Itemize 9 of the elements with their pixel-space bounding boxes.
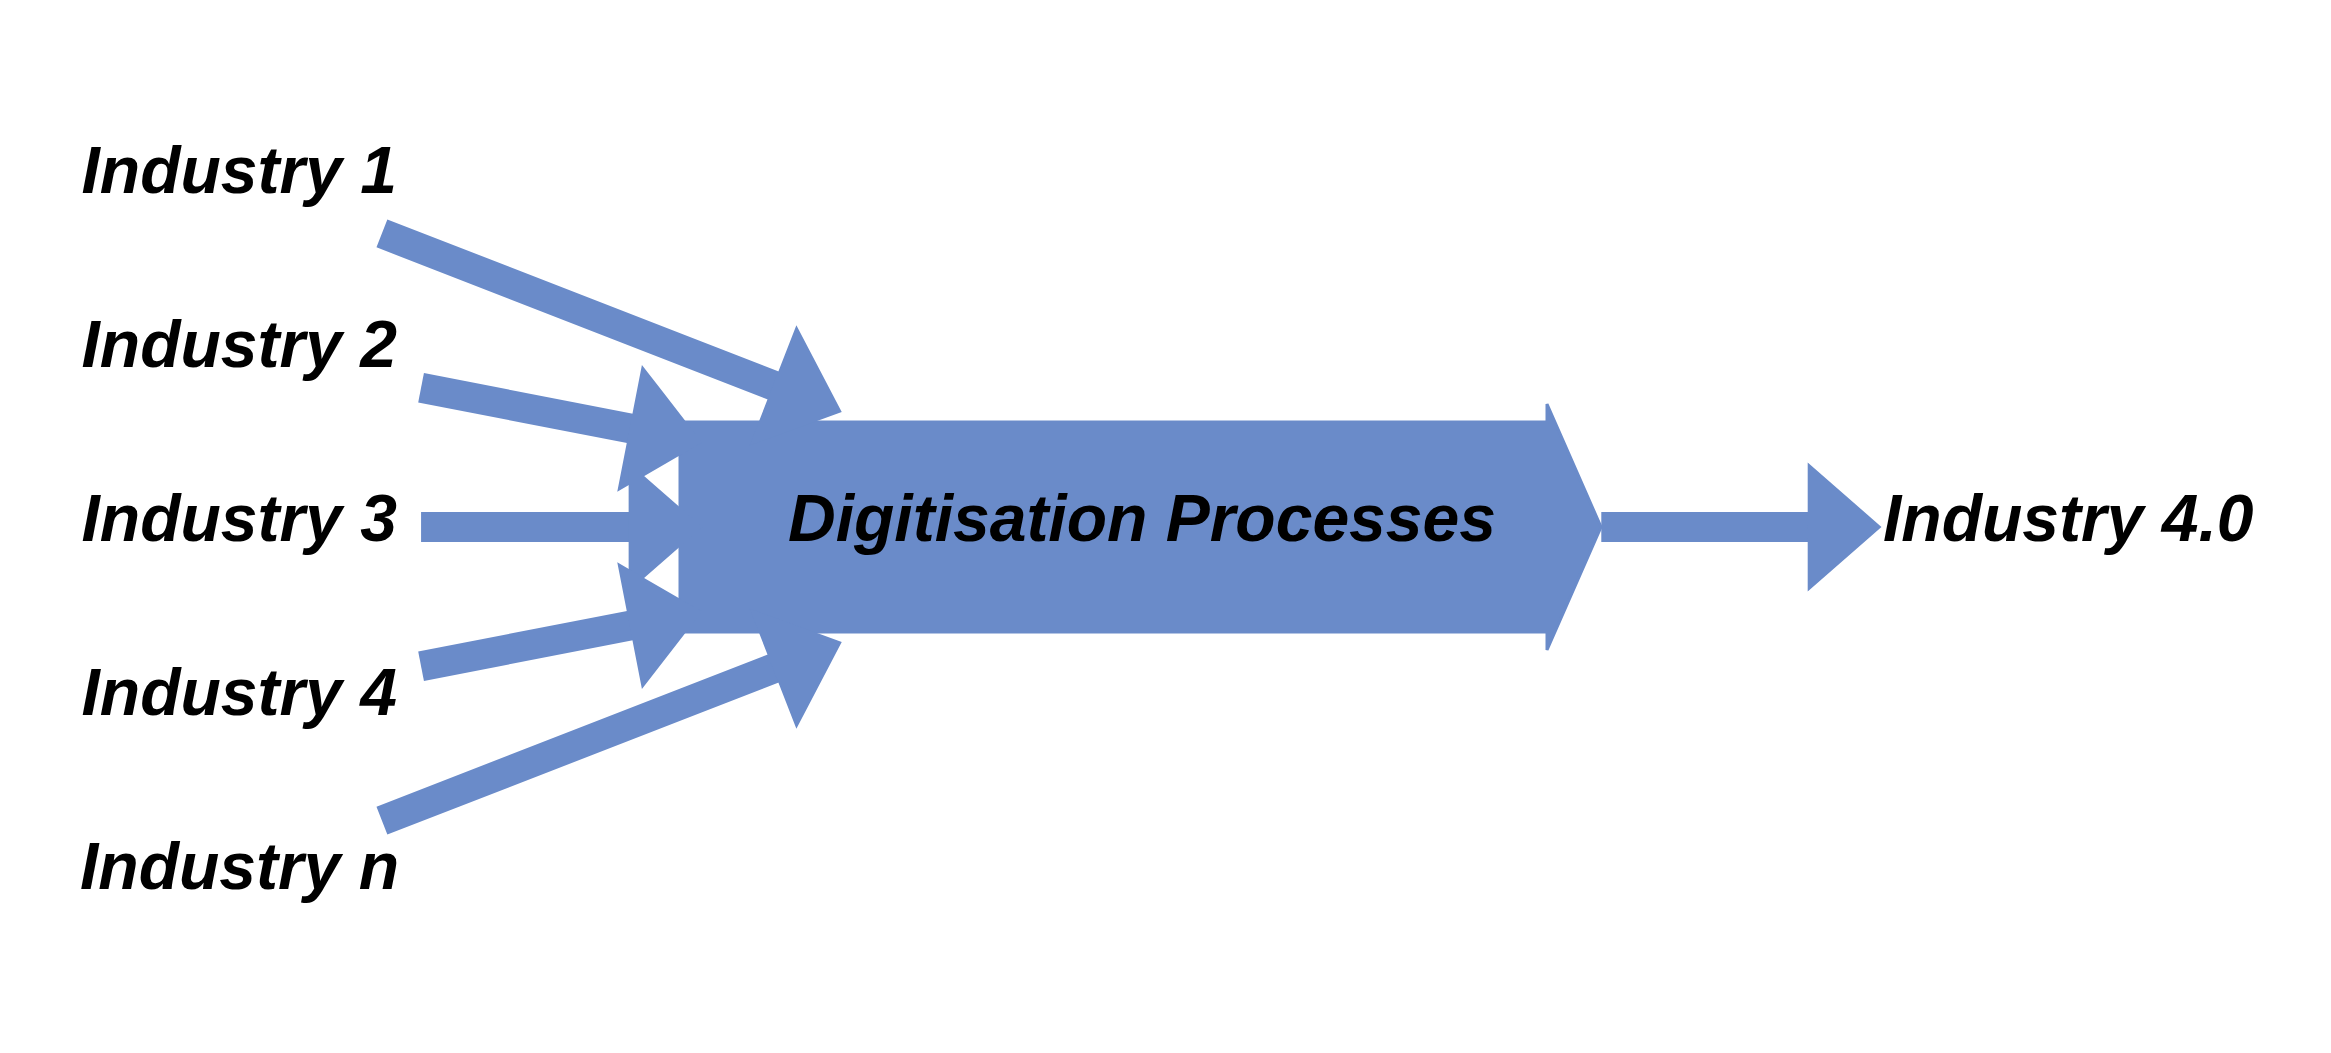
node-text: Industry 3 (81, 480, 397, 555)
node-text: Industry 4.0 (1882, 480, 2253, 555)
node-text: Industry 2 (81, 306, 397, 381)
arrow (375, 608, 842, 835)
node-text: Industry n (79, 828, 399, 903)
node-text: Industry 4 (81, 654, 397, 729)
arrow (1600, 461, 1881, 592)
node-text: Industry 1 (81, 132, 397, 207)
arrow (375, 218, 842, 445)
